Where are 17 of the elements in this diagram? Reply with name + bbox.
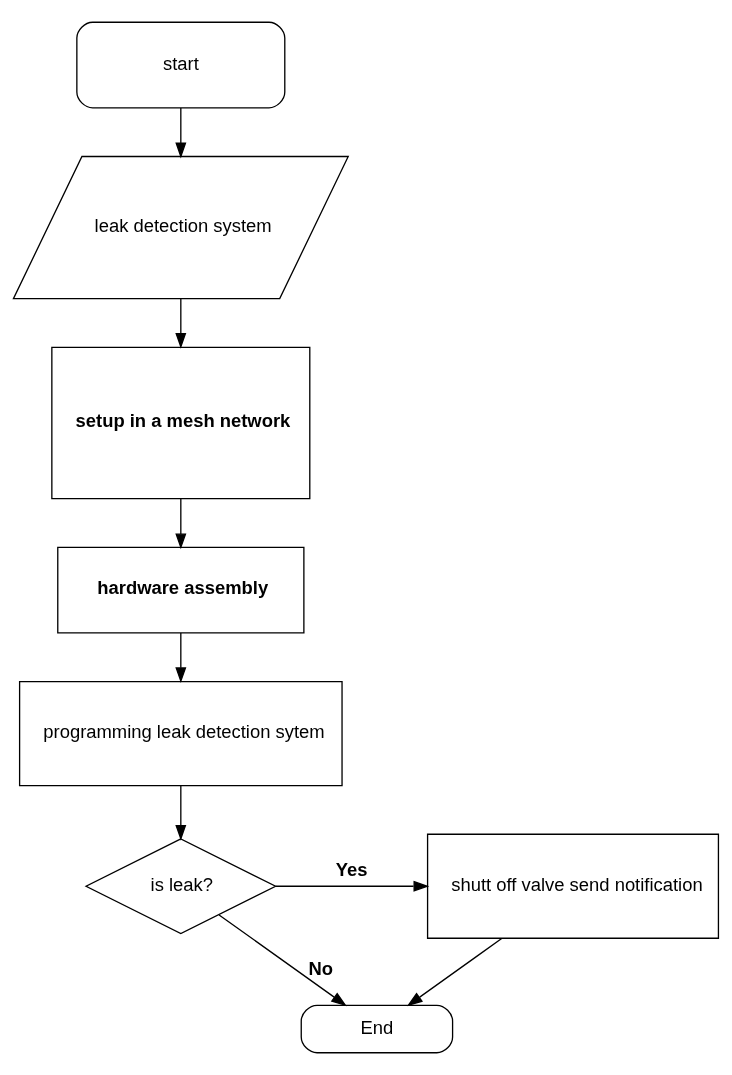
arrow	[218, 914, 347, 1007]
arrow	[406, 937, 503, 1007]
arrow	[175, 785, 187, 841]
node-box: start	[76, 21, 286, 109]
edge-label: No	[308, 958, 334, 980]
node-box: shutt off valve send notification	[426, 833, 720, 939]
node-diamond: is leak?	[84, 838, 278, 935]
node-box: End	[300, 1004, 454, 1054]
node-box: programming leak detection sytem	[18, 680, 343, 787]
node-box: setup in a mesh network	[51, 346, 311, 500]
arrow	[175, 498, 187, 550]
edge-label: Yes	[335, 858, 368, 880]
arrow	[275, 880, 430, 892]
node-box: hardware assembly	[57, 546, 305, 634]
arrow	[175, 298, 187, 349]
arrow	[175, 107, 187, 159]
arrow	[175, 632, 187, 684]
